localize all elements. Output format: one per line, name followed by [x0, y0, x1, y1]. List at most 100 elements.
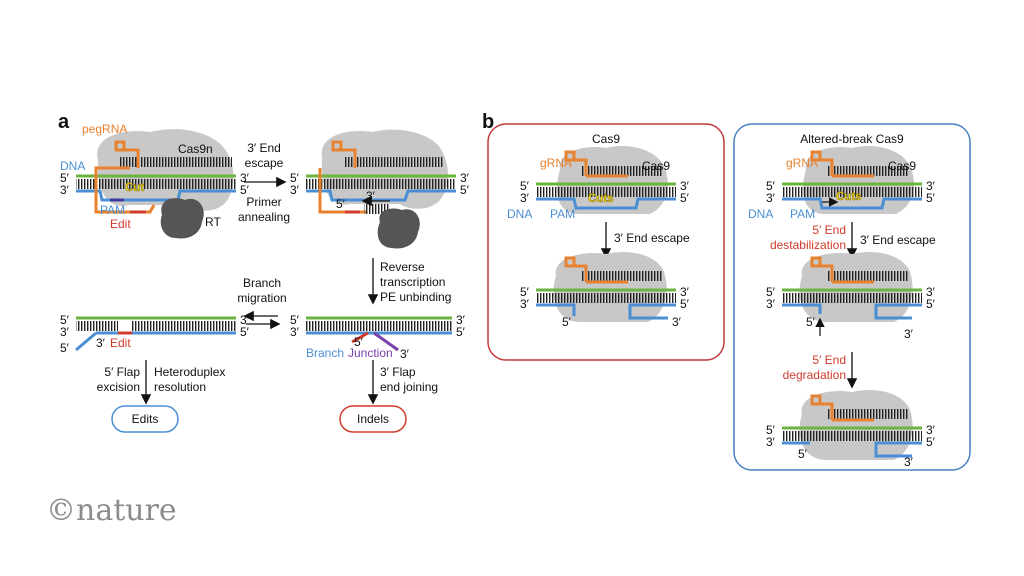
b1-top-right-end: 3′ [680, 179, 690, 193]
a4-3-end: 3′ [96, 336, 106, 350]
b2-flap-5-end: 5′ [562, 315, 572, 329]
grna-label-left: gRNA [540, 156, 572, 170]
a3-flap-5-end: 5′ [354, 335, 364, 349]
cas9-dna-bottom [536, 197, 676, 210]
junction-label: Junction [348, 346, 393, 360]
pam-label-right: PAM [790, 207, 815, 221]
cas9-protein-shape-2 [553, 252, 667, 322]
b1-top-left-end: 5′ [520, 179, 530, 193]
end-escape-label-left: 3′ End escape [614, 231, 690, 245]
degrad-line1: 5′ End [812, 353, 846, 367]
cuts-label-right: Cuts [836, 191, 862, 203]
altered-escaped-complex [782, 252, 922, 336]
panel-a-edited-heteroduplex [75, 316, 236, 352]
branch-migration-line2: migration [237, 291, 286, 305]
cut-label: Cut [125, 182, 144, 194]
edit-flap [351, 331, 369, 344]
cas9-label-left: Cas9 [642, 159, 670, 173]
rt-enzyme-shape [160, 198, 204, 239]
b5-flap-3-end: 3′ [904, 455, 914, 469]
cas9-hybrid-ticks-2 [582, 271, 662, 281]
branch-label: Branch [306, 346, 344, 360]
b5-bottom-left-end: 3′ [766, 435, 776, 449]
altered-dna-bottom [782, 197, 922, 210]
edit-label-4: Edit [110, 336, 131, 350]
cas9-hybrid-ticks [582, 166, 662, 176]
altered-grna-loop-2 [810, 256, 834, 282]
b2-top-right-end: 3′ [680, 285, 690, 299]
altered-dna-ticks-3 [782, 431, 922, 441]
rt-label: RT [205, 215, 221, 229]
rt-enzyme-shape-2 [377, 208, 420, 249]
panel-a-branch-junction [306, 316, 452, 352]
b4-bottom-right-end: 5′ [926, 297, 936, 311]
dna-ticks-4 [76, 321, 236, 331]
a1-top-right-end: 3′ [240, 171, 250, 185]
pegrna-extension [94, 166, 156, 214]
step2-line1: Reverse [380, 260, 425, 274]
a1-top-left-end: 5′ [60, 171, 70, 185]
cas9-dna-ticks [536, 187, 676, 197]
altered-hybrid-ticks-2 [828, 271, 908, 281]
a4-flap-5-end: 5′ [60, 341, 70, 355]
altered-hybrid-ticks-3 [828, 409, 908, 419]
flap3-line2: end joining [380, 380, 438, 394]
pegrna-label: pegRNA [82, 122, 127, 136]
altered-protein-shape-2 [799, 252, 913, 322]
b3-top-right-end: 3′ [926, 179, 936, 193]
branch-migration-line1: Branch [243, 276, 281, 290]
b2-top-left-end: 5′ [520, 285, 530, 299]
altered-strand-left-piece [782, 303, 822, 314]
a2-bottom-left-end: 3′ [290, 183, 300, 197]
cas9-grna-loop-2 [564, 256, 588, 282]
b4-bottom-left-end: 3′ [766, 297, 776, 311]
b5-bottom-right-end: 5′ [926, 435, 936, 449]
cas9-grna-loop [564, 150, 588, 176]
a3-top-right-end: 3′ [456, 313, 466, 327]
b2-bottom-left-end: 3′ [520, 297, 530, 311]
step1b-line2: annealing [238, 210, 290, 224]
cas9-label-right: Cas9 [888, 159, 916, 173]
cas9-dna-ticks-2 [536, 293, 676, 303]
flap-5 [75, 331, 97, 352]
grna-label-right: gRNA [786, 156, 818, 170]
dna-base-pair-ticks [76, 179, 236, 189]
cas9-strand-left-piece [536, 303, 576, 316]
b1-bottom-right-end: 5′ [680, 191, 690, 205]
flap3-line1: 3′ Flap [380, 365, 416, 379]
dna-label-left: DNA [507, 207, 532, 221]
step1-line2: escape [245, 156, 284, 170]
cas9-box-title: Cas9 [592, 132, 620, 146]
a2-flap-3-end: 3′ [366, 189, 376, 203]
b3-top-left-end: 5′ [766, 179, 776, 193]
primer-binding-ticks [364, 204, 390, 214]
pegrna-loop [114, 140, 140, 168]
b2-flap-3-end: 3′ [672, 315, 682, 329]
cas9-initial-complex [536, 146, 676, 214]
panel-a-annealed-complex [306, 129, 456, 249]
step2-line2: transcription [380, 275, 445, 289]
altered-grna-loop-3 [810, 394, 834, 420]
panel-a-initial-complex [76, 129, 236, 239]
altered-initial-complex [782, 146, 922, 214]
b4-flap-5-end: 5′ [806, 315, 816, 329]
destab-line2: destabilization [770, 238, 846, 252]
b3-bottom-right-end: 5′ [926, 191, 936, 205]
panel-b-label: b [482, 111, 494, 133]
a4-top-left-end: 5′ [60, 313, 70, 327]
rna-dna-hybrid-ticks [120, 157, 232, 167]
panel-a-label: a [58, 111, 70, 133]
indels-outcome-pill [339, 405, 407, 433]
step1b-line1: Primer [246, 195, 281, 209]
pam-label-left: PAM [550, 207, 575, 221]
dna-label-right: DNA [748, 207, 773, 221]
cas9-strand-right-piece [628, 303, 676, 320]
altered-strand-right-piece-3 [874, 441, 922, 458]
cas9n-label: Cas9n [178, 142, 213, 156]
flap5-line1: 5′ Flap [104, 365, 140, 379]
a3-flap-3-end: 3′ [400, 347, 410, 361]
b4-top-left-end: 5′ [766, 285, 776, 299]
a1-bottom-right-end: 5′ [240, 183, 250, 197]
altered-degraded-complex [782, 390, 922, 460]
